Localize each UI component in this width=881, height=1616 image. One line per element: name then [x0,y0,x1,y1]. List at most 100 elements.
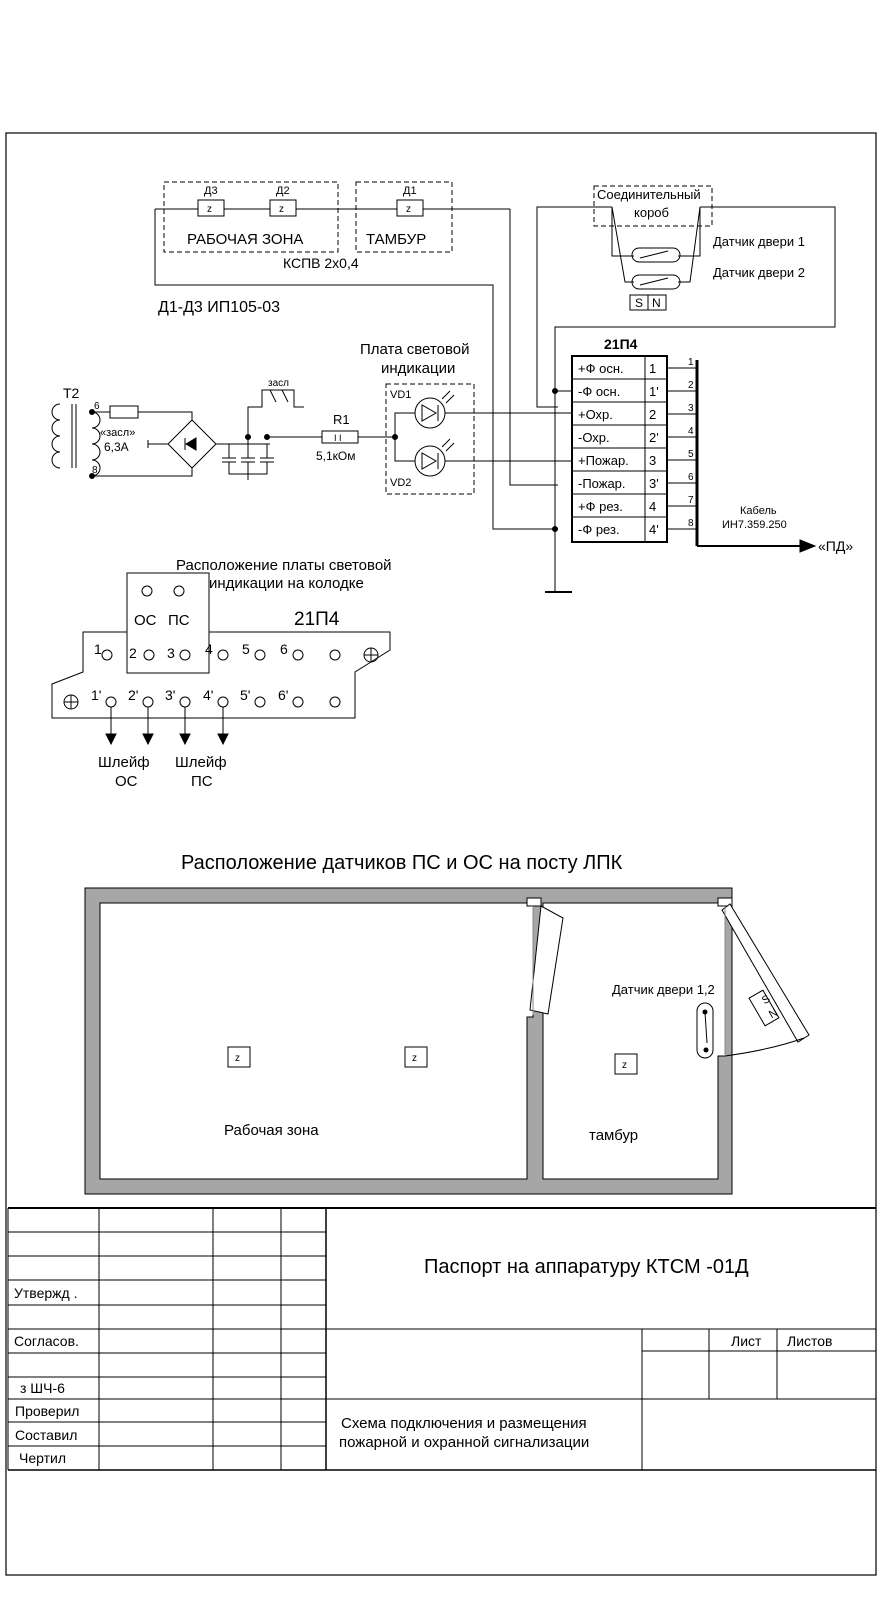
connector-row-label: +Ф осн. [578,361,624,376]
schematic [51,181,836,593]
proveril-label: Проверил [15,1403,79,1419]
title-block [7,1207,876,1471]
bottom-pin-3: 3' [165,687,175,703]
bottom-pin-5: 5' [240,687,250,703]
bottom-pin-2: 2' [128,687,138,703]
detector-d1-symbol: z [406,204,411,215]
connector-row-pin: 1 [649,361,656,376]
floor-plan-title: Расположение датчиков ПС и ОС на посту Л… [181,852,623,874]
door-inner [526,897,564,1015]
indicator-plate [126,572,210,674]
loop-ps-label-2: ПС [191,773,213,790]
connector-wire-number: 1 [688,357,694,368]
transformer-t2 [51,403,101,477]
kspv-label: КСПВ 2х0,4 [283,255,359,271]
fuse [109,405,139,419]
loop-os-label-1: Шлейф [98,754,150,771]
detector-d3-symbol: z [207,204,212,215]
detector-d3-label: Д3 [204,185,218,197]
shch-label: з ШЧ-6 [20,1380,65,1396]
pin6-label: 6 [94,401,100,412]
connector-wire-number: 5 [688,449,694,460]
connector-row-pin: 4 [649,499,656,514]
magnet-n-label: N [652,296,661,310]
connector-row-pin: 2' [649,430,659,445]
indicator-board [385,383,475,495]
door-switch-2 [631,274,681,290]
detector-d2-symbol: z [279,204,284,215]
connector-row-label: +Ф рез. [578,499,623,514]
terminal-block-labels: Расположение платы световой индикации на… [91,557,392,790]
layout-title-1: Расположение платы световой [176,557,392,574]
connector-wire-number: 4 [688,426,694,437]
vd1-label: VD1 [390,389,411,401]
connector-row-label: -Ф осн. [578,384,620,399]
bottom-pin-6: 6' [278,687,288,703]
indicator-board-label-1: Плата световой [360,341,469,358]
top-pin-2: 2 [129,645,137,661]
detector-d1-label: Д1 [403,185,417,197]
sheets-label: Листов [787,1333,833,1349]
building-walls [84,887,733,1195]
connector-wire-number: 2 [688,380,694,391]
sostavil-label: Составил [15,1427,77,1443]
door-outer [717,897,810,1057]
bottom-pin-4: 4' [203,687,213,703]
connector-row-label: +Пожар. [578,453,629,468]
title-block-labels: Паспорт на аппаратуру КТСМ -01Д Утвержд … [14,1256,833,1466]
led-os-label: ОС [134,612,157,629]
magnet-plan [748,989,780,1027]
resistor-name-label: R1 [333,412,350,427]
connector-21p4 [571,355,668,543]
connector-row-label: +Охр. [578,407,613,422]
junction-box-label-2: короб [634,205,669,220]
connector-wire-number: 7 [688,495,694,506]
plan-detector-3-symbol: z [622,1060,627,1071]
layout-title-2: индикации на колодке [209,575,364,592]
zone-tambur-box [355,181,453,253]
sheet-frame [5,132,877,1576]
pin8-label: 8 [92,465,98,476]
connector-wire-number: 3 [688,403,694,414]
connector-row-label: -Пожар. [578,476,626,491]
terminal-block-outline [51,631,391,719]
junction-box [593,185,713,227]
cable-label-2: ИН7.359.250 [722,519,787,531]
floor-plan-labels: z z z Рабочая зона тамбур Датчик двери 1… [224,982,780,1144]
loop-ps-label-1: Шлейф [175,754,227,771]
door-sensor-2-label: Датчик двери 2 [713,265,805,280]
plan-detector-2 [404,1046,428,1068]
top-pin-6: 6 [280,641,288,657]
detector-d1 [396,199,424,217]
tambur-label: тамбур [589,1127,638,1144]
connector-wires [667,367,697,530]
junction-box-label-1: Соединительный [597,187,701,202]
plan-detector-1-symbol: z [235,1053,240,1064]
detector-d2 [269,199,297,217]
detector-type-label: Д1-Д3 ИП105-03 [158,299,280,316]
top-pin-4: 4 [205,641,213,657]
zone-work-box [163,181,339,253]
bottom-pin-1: 1' [91,687,101,703]
connector-row-label: -Охр. [578,430,610,445]
drawing-title-1: Схема подключения и размещения [341,1415,587,1432]
top-pin-5: 5 [242,641,250,657]
zasl-label: засл [268,378,289,389]
fuse-rating-label: 6,3А [104,440,129,454]
connector-wire-number: 6 [688,472,694,483]
connector-wire-number: 8 [688,518,694,529]
drawing-title-2: пожарной и охранной сигнализации [339,1434,589,1451]
indicator-board-label-2: индикации [381,360,455,377]
schematic-labels: Д3 Д2 Д1 z z z РАБОЧАЯ ЗОНА ТАМБУР КСПВ … [63,185,853,554]
connector-row-pin: 1' [649,384,659,399]
zone-work-label: РАБОЧАЯ ЗОНА [187,231,303,248]
top-pin-3: 3 [167,645,175,661]
resistor-symbol: I I [334,433,342,443]
magnet-s-label: S [635,296,643,310]
zone-tambur-label: ТАМБУР [366,231,426,248]
utverzhd-label: Утвержд . [14,1285,77,1301]
layout-connector-title: 21П4 [294,609,340,630]
diode-bridge [167,419,217,469]
